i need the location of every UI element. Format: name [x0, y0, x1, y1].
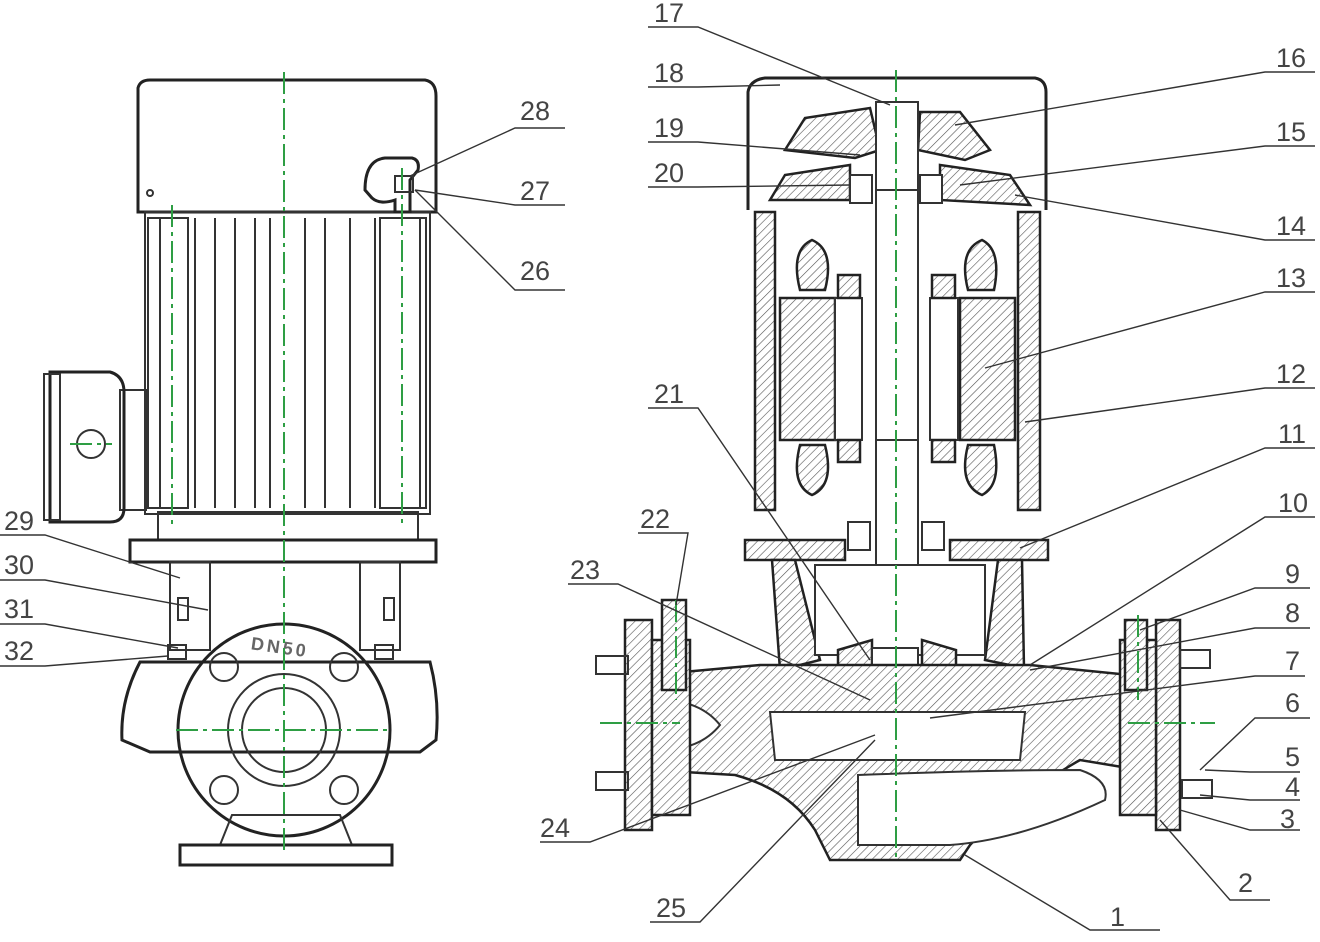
- terminal-box-lid: [43, 373, 61, 521]
- callout-20: 20: [654, 158, 684, 188]
- lifting-eye-bolt: [394, 175, 414, 193]
- callout-17: 17: [654, 0, 684, 28]
- callout-27: 27: [520, 176, 550, 206]
- callout-22: 22: [640, 504, 670, 534]
- flange-bolt-bottom-left: [209, 775, 239, 805]
- rotor-left: [834, 297, 863, 441]
- inlet-bolt-bottom: [595, 771, 629, 791]
- inlet-flange: [623, 618, 654, 832]
- outlet-bolt-bottom: [1181, 779, 1213, 799]
- callout-30: 30: [4, 550, 34, 580]
- callout-31: 31: [4, 594, 34, 624]
- motor-flange: [157, 511, 419, 541]
- cooling-fan-right: [916, 110, 993, 162]
- upper-bearing-left: [849, 174, 873, 204]
- terminal-box: [119, 389, 147, 511]
- callout-19: 19: [654, 113, 684, 143]
- impeller-chamber: [768, 711, 1027, 761]
- callout-4: 4: [1285, 772, 1300, 802]
- fan-cover: [136, 78, 438, 214]
- outlet-bolt-top: [1179, 649, 1211, 669]
- end-shield: [767, 163, 1033, 207]
- leader-lines: [0, 26, 1315, 931]
- callout-16: 16: [1276, 43, 1306, 73]
- callout-24: 24: [540, 813, 570, 843]
- callout-5: 5: [1285, 742, 1300, 772]
- pump-bracket-right: [983, 558, 1026, 670]
- callout-1: 1: [1110, 902, 1125, 932]
- motor-housing: [144, 211, 431, 515]
- callout-14: 14: [1276, 211, 1306, 241]
- fan-cover-section: [746, 76, 1048, 210]
- callout-23: 23: [570, 555, 600, 585]
- stator-core-left: [778, 296, 837, 442]
- vent-plug: [660, 598, 688, 692]
- callout-15: 15: [1276, 117, 1306, 147]
- callout-28: 28: [520, 96, 550, 126]
- rotor-end-ring-upper: [836, 273, 957, 300]
- winding-upper-right: [963, 238, 998, 292]
- winding-lower-right: [963, 443, 998, 497]
- callout-3: 3: [1280, 804, 1295, 834]
- suction-passage: [857, 768, 1107, 846]
- motor-flange-section: [743, 538, 1050, 562]
- flange-marking: DN50: [250, 633, 310, 661]
- pump-foot: [218, 814, 354, 846]
- flange-bolt-top-right: [329, 652, 359, 682]
- inlet-bolt-top: [595, 655, 629, 675]
- callout-2: 2: [1238, 868, 1253, 898]
- flange-bolt-bottom-right: [329, 775, 359, 805]
- lower-bearing-left: [847, 521, 871, 551]
- bracket-window-left: [177, 597, 189, 621]
- upper-bearing-right: [919, 174, 943, 204]
- section-view: [595, 70, 1215, 862]
- lifting-eye: [363, 156, 420, 214]
- motor-housing-wall-left: [753, 210, 777, 512]
- motor-housing-wall-right: [1016, 210, 1042, 512]
- callout-9: 9: [1285, 559, 1300, 589]
- callout-13: 13: [1276, 263, 1306, 293]
- callout-11: 11: [1278, 419, 1306, 449]
- callout-labels: 1 2 3 4 5 6 7 8 9 10 11 12 13 14 15 16 1…: [4, 0, 1308, 932]
- terminal-box-cover: [48, 370, 126, 524]
- flange-bolt-top-left: [209, 652, 239, 682]
- bracket-window-right: [383, 597, 395, 621]
- stator-core-right: [958, 296, 1017, 442]
- winding-upper-left: [795, 238, 830, 292]
- callout-25: 25: [656, 893, 686, 923]
- callout-12: 12: [1276, 359, 1306, 389]
- callout-32: 32: [4, 636, 34, 666]
- callout-18: 18: [654, 58, 684, 88]
- pump-bracket: [169, 561, 401, 651]
- callout-6: 6: [1285, 688, 1300, 718]
- callout-8: 8: [1285, 598, 1300, 628]
- bracket-window-section: [814, 564, 986, 656]
- callout-10: 10: [1278, 488, 1308, 518]
- winding-lower-left: [795, 443, 830, 497]
- rotor-end-ring-lower: [836, 438, 957, 464]
- callout-29: 29: [4, 506, 34, 536]
- callout-21: 21: [654, 379, 684, 409]
- lower-bearing-right: [921, 521, 945, 551]
- callout-26: 26: [520, 256, 550, 286]
- rotor-right: [929, 297, 959, 441]
- base-plate: [178, 843, 394, 867]
- outlet-flange: [1154, 618, 1182, 832]
- bracket-bolt-right: [374, 644, 394, 660]
- pump-casing-side: [120, 660, 439, 754]
- drain-plug: [1123, 618, 1149, 692]
- side-view: DN50: [43, 72, 439, 867]
- callout-7: 7: [1285, 646, 1300, 676]
- pump-bracket-left: [770, 558, 822, 672]
- bracket-bolt-left: [167, 644, 187, 660]
- motor-cooling-fins: [147, 217, 427, 509]
- cover-screw: [146, 189, 154, 197]
